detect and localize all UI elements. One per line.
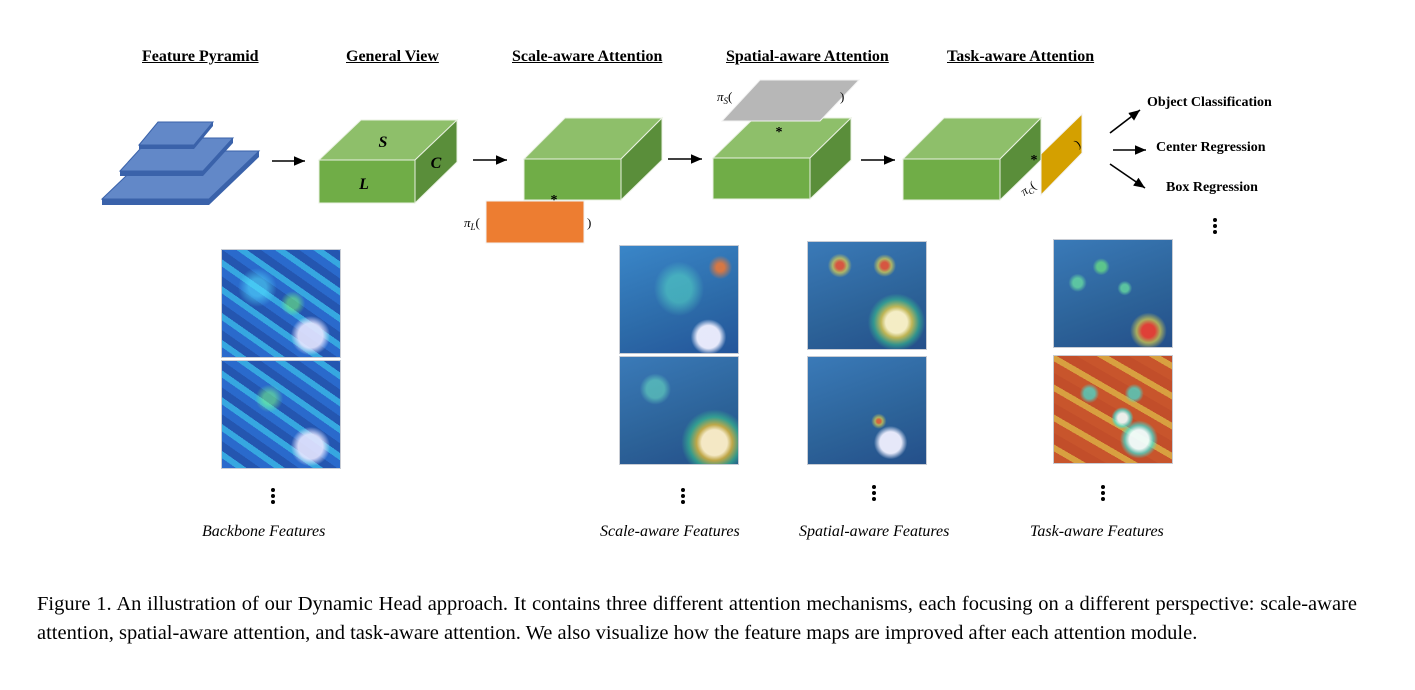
close-paren: ) <box>1072 137 1083 151</box>
axis-label-s: S <box>379 134 388 151</box>
more-levels-ellipsis-icon <box>271 488 277 506</box>
scale-attention-map <box>485 200 585 244</box>
task-aware-feature-map <box>1053 239 1173 348</box>
scale-aware-cube <box>522 116 664 202</box>
task-aware-feature-map <box>1053 355 1173 464</box>
label-task-aware-features: Task-aware Features <box>1030 523 1164 540</box>
scale-aware-feature-map <box>619 356 739 465</box>
output-object-classification: Object Classification <box>1147 95 1272 110</box>
more-levels-ellipsis-icon <box>681 488 687 506</box>
pi-c-label: πC( <box>1018 178 1040 200</box>
more-outputs-ellipsis-icon <box>1213 218 1219 236</box>
label-backbone-features: Backbone Features <box>202 523 326 540</box>
axis-label-l: L <box>358 176 369 193</box>
backbone-feature-map <box>221 249 341 358</box>
spatial-aware-feature-map <box>807 241 927 350</box>
diagram-canvas: S L C * πL( ) * πS( ) * π <box>100 79 1146 244</box>
more-levels-ellipsis-icon <box>1101 485 1107 503</box>
stage-title-task-aware-attention: Task-aware Attention <box>947 48 1095 65</box>
label-spatial-aware-features: Spatial-aware Features <box>799 523 950 540</box>
close-paren: ) <box>840 89 844 104</box>
stage-title-general-view: General View <box>346 48 439 65</box>
output-center-regression: Center Regression <box>1156 140 1266 155</box>
stage-title-spatial-aware-attention: Spatial-aware Attention <box>726 48 889 65</box>
arrow-icon <box>1109 109 1141 134</box>
operator-star: * <box>776 125 783 140</box>
pi-l-label: πL( <box>464 215 480 232</box>
general-view-cube: S L C <box>317 118 459 205</box>
spatial-attention-map <box>720 79 861 122</box>
stage-title-feature-pyramid: Feature Pyramid <box>142 48 259 65</box>
label-scale-aware-features: Scale-aware Features <box>600 523 740 540</box>
feature-pyramid-icon <box>100 121 261 205</box>
scale-aware-feature-map <box>619 245 739 354</box>
stage-title-scale-aware-attention: Scale-aware Attention <box>512 48 663 65</box>
pi-s-label: πS( <box>717 89 732 106</box>
task-aware-cube <box>901 116 1043 202</box>
operator-star: * <box>551 193 558 208</box>
close-paren: ) <box>587 215 591 230</box>
more-levels-ellipsis-icon <box>872 485 878 503</box>
axis-label-c: C <box>431 155 442 172</box>
figure-dynamic-head: Feature Pyramid General View Scale-aware… <box>100 48 1272 540</box>
task-attention-map <box>1040 112 1083 197</box>
spatial-aware-cube <box>711 116 853 201</box>
figure-caption: Figure 1. An illustration of our Dynamic… <box>37 593 1357 644</box>
operator-star: * <box>1031 153 1038 168</box>
backbone-feature-map <box>221 360 341 469</box>
arrow-icon <box>1109 163 1146 189</box>
spatial-aware-feature-map <box>807 356 927 465</box>
output-box-regression: Box Regression <box>1166 180 1258 195</box>
